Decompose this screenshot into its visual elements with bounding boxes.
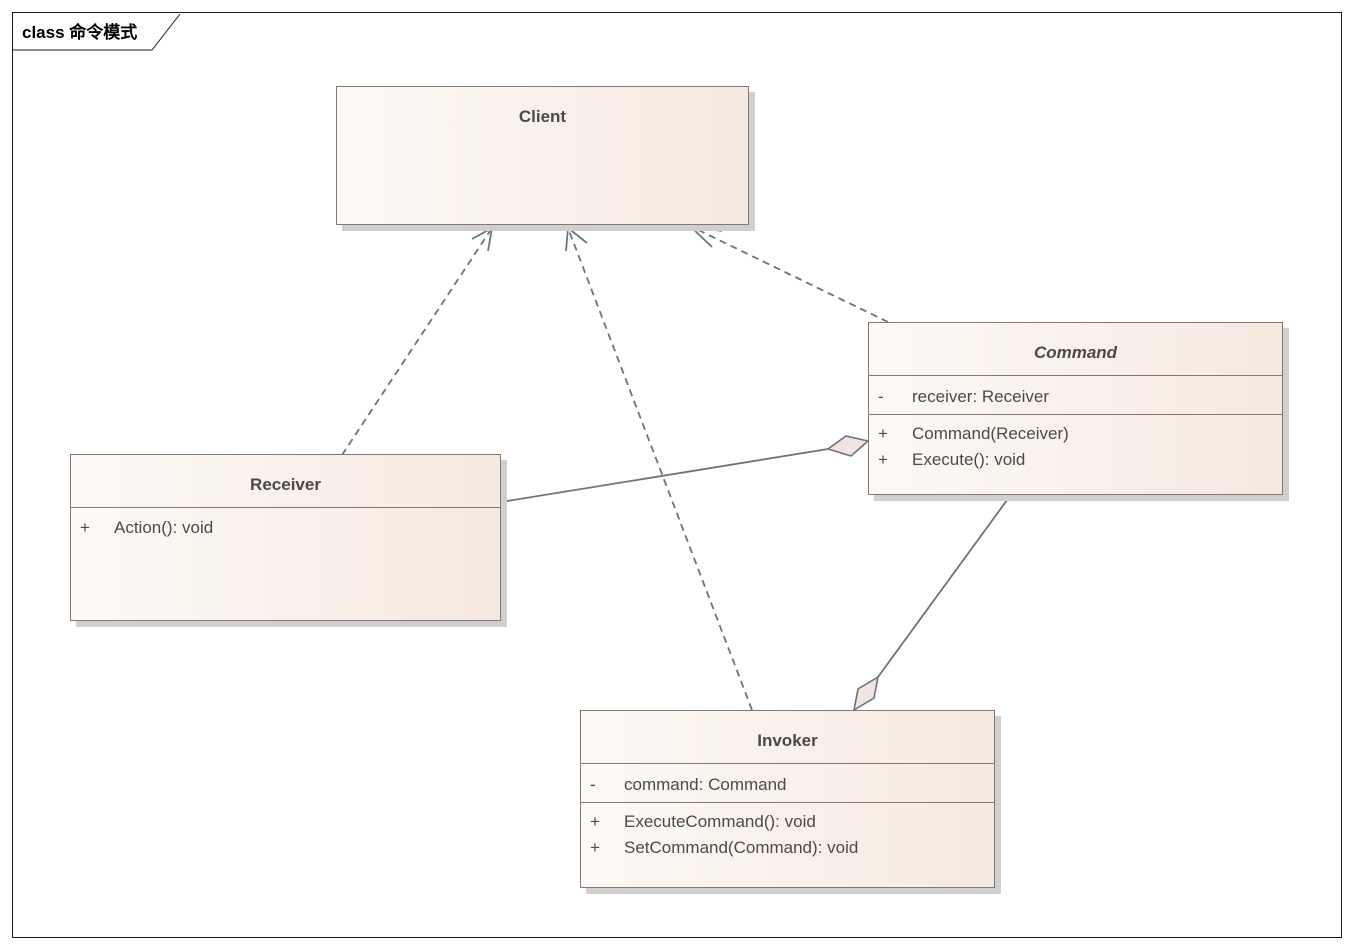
open-arrowhead	[471, 226, 494, 252]
class-name: Command	[1033, 343, 1118, 362]
class-receiver[interactable]: Receiver + Action(): void	[70, 454, 501, 621]
operation-row[interactable]: + Action(): void	[71, 515, 500, 541]
operation-row[interactable]: + SetCommand(Command): void	[581, 835, 994, 861]
class-invoker[interactable]: Invoker - command: Command + ExecuteComm…	[580, 710, 995, 888]
attribute-compartment: - command: Command	[581, 763, 994, 802]
aggregation-invoker-command[interactable]	[852, 495, 1011, 712]
operation-compartment: + ExecuteCommand(): void + SetCommand(Co…	[581, 802, 994, 867]
attribute-row[interactable]: - receiver: Receiver	[869, 384, 1282, 410]
dependency-invoker-client[interactable]	[565, 226, 753, 711]
aggregation-diamond	[852, 675, 880, 712]
visibility-marker: -	[878, 387, 884, 406]
visibility-marker: +	[590, 838, 600, 857]
class-name: Client	[518, 107, 567, 126]
aggregation-command-receiver[interactable]	[500, 435, 870, 503]
attribute-signature: command: Command	[624, 775, 787, 794]
visibility-marker: -	[590, 775, 596, 794]
attribute-compartment: - receiver: Receiver	[869, 375, 1282, 414]
attribute-row[interactable]: - command: Command	[581, 772, 994, 798]
operation-row[interactable]: + Command(Receiver)	[869, 421, 1282, 447]
diagram-frame	[12, 12, 1342, 938]
operation-compartment: + Command(Receiver) + Execute(): void	[869, 414, 1282, 479]
visibility-marker: +	[878, 424, 888, 443]
operation-signature: ExecuteCommand(): void	[624, 812, 816, 831]
operation-compartment: + Action(): void	[71, 507, 500, 547]
visibility-marker: +	[80, 518, 90, 537]
operation-signature: SetCommand(Command): void	[624, 838, 859, 857]
aggregation-diamond	[826, 435, 870, 457]
dependency-receiver-client[interactable]	[341, 226, 494, 456]
operation-signature: Action(): void	[114, 518, 214, 537]
visibility-marker: +	[590, 812, 600, 831]
open-arrowhead	[565, 226, 588, 252]
operation-signature: Execute(): void	[912, 450, 1026, 469]
class-client[interactable]: Client	[336, 86, 749, 225]
class-name: Receiver	[250, 475, 321, 494]
class-name: Invoker	[757, 731, 818, 750]
operation-row[interactable]: + Execute(): void	[869, 447, 1282, 473]
operation-signature: Command(Receiver)	[912, 424, 1069, 443]
visibility-marker: +	[878, 450, 888, 469]
class-command[interactable]: Command - receiver: Receiver + Command(R…	[868, 322, 1283, 495]
frame-label: class 命令模式	[22, 23, 138, 42]
open-arrowhead	[687, 224, 723, 248]
dependency-command-client[interactable]	[687, 224, 889, 323]
operation-row[interactable]: + ExecuteCommand(): void	[581, 809, 994, 835]
attribute-signature: receiver: Receiver	[912, 387, 1049, 406]
